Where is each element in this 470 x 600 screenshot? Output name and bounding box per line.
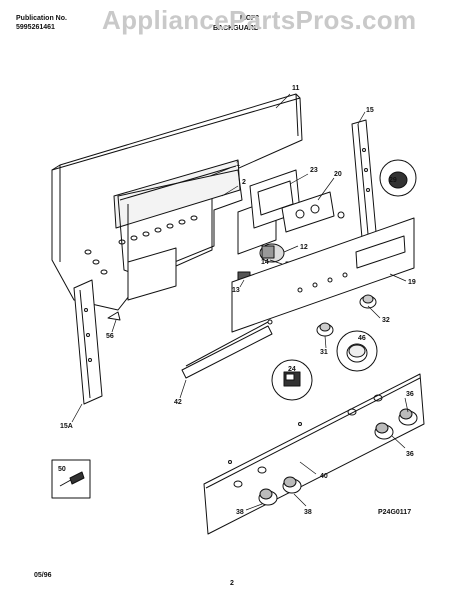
- rear-panel-window: [113, 159, 241, 229]
- callout-46: 46: [358, 335, 366, 342]
- figure-code: P24G0117: [378, 509, 411, 516]
- rear-panel-top-edge: [51, 93, 301, 171]
- footer-date: 05/96: [34, 572, 52, 579]
- callout-36-lower: 36: [406, 451, 414, 458]
- callout-29: 29: [389, 177, 397, 184]
- callout-31: 31: [320, 349, 328, 356]
- watermark: AppliancePartsPros.com: [102, 5, 417, 35]
- publication-number: 5995261461: [16, 24, 55, 31]
- callout-11: 11: [292, 85, 300, 92]
- callout-32: 32: [382, 317, 390, 324]
- insulation-block-lower: [127, 247, 177, 301]
- callout-23: 23: [310, 167, 318, 174]
- callout-15: 15: [366, 107, 374, 114]
- callout-12: 12: [300, 244, 308, 251]
- callout-19: 19: [408, 279, 416, 286]
- section-title: BACKGUARD: [213, 25, 259, 32]
- callout-15a: 15A: [60, 423, 73, 430]
- panel-holes: [267, 272, 348, 325]
- callout-36-right: 36: [406, 391, 414, 398]
- right-side-bracket: [351, 119, 377, 239]
- trim-strip: [181, 325, 273, 379]
- callout-42: 42: [174, 399, 182, 406]
- publication-label: Publication No.: [16, 15, 67, 22]
- callout-24: 24: [288, 366, 296, 373]
- callout-40: 40: [320, 473, 328, 480]
- callout-50: 50: [58, 466, 66, 473]
- timer: [281, 191, 335, 233]
- internal-bracket: [117, 169, 243, 277]
- manifold-holes: [228, 394, 383, 488]
- footer-page-number: 2: [230, 580, 234, 587]
- callout-13: 13: [232, 287, 240, 294]
- callout-2: 2: [242, 179, 246, 186]
- lower-knobs: [258, 408, 418, 506]
- left-side-bracket: [73, 279, 103, 405]
- model-number: MCF3: [240, 15, 260, 22]
- callout-38-left: 38: [236, 509, 244, 516]
- callout-56: 56: [106, 333, 114, 340]
- callout-20: 20: [334, 171, 342, 178]
- callout-14: 14: [261, 259, 269, 266]
- callout-38-right: 38: [304, 509, 312, 516]
- callout-1: 1: [236, 161, 240, 168]
